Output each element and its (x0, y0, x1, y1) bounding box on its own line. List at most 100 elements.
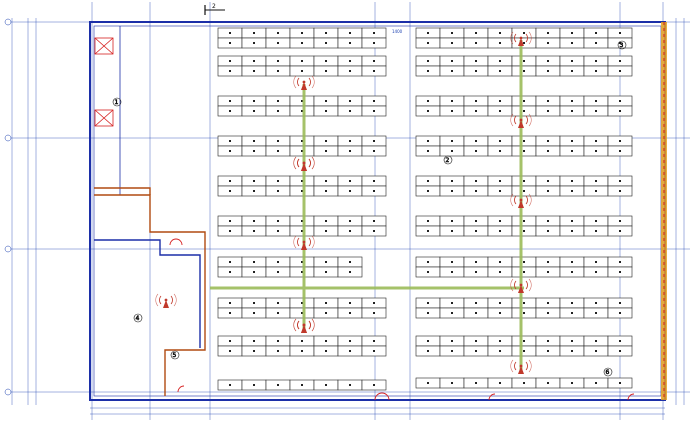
rack-mark (373, 140, 375, 142)
rack-mark (547, 42, 549, 44)
rack-mark (451, 32, 453, 34)
rack-mark (373, 220, 375, 222)
rack-mark (595, 230, 597, 232)
rack-mark (619, 110, 621, 112)
rack-mark (523, 220, 525, 222)
rack-mark (547, 220, 549, 222)
rack-mark (253, 340, 255, 342)
rack-mark (475, 261, 477, 263)
rack-mark (349, 350, 351, 352)
rack-mark (499, 60, 501, 62)
rack-mark (451, 230, 453, 232)
rack-row (415, 335, 633, 347)
rack-mark (595, 261, 597, 263)
rack-mark (571, 70, 573, 72)
rack-mark (571, 302, 573, 304)
rack-row (217, 65, 387, 77)
wifi-access-point-icon (293, 318, 315, 333)
wifi-access-point-icon (293, 235, 315, 250)
rack-mark (301, 220, 303, 222)
rack-mark (499, 70, 501, 72)
rack-mark (547, 302, 549, 304)
office-outline (94, 187, 206, 396)
rack-row (415, 37, 633, 49)
rack-mark (571, 230, 573, 232)
rack-mark (499, 261, 501, 263)
rack-mark (427, 140, 429, 142)
door-5 (627, 393, 635, 401)
rack-mark (595, 190, 597, 192)
rack-mark (253, 190, 255, 192)
rack-mark (475, 70, 477, 72)
rack-mark (475, 350, 477, 352)
rack-mark (571, 60, 573, 62)
rack-mark (373, 180, 375, 182)
zone-markers: 1 2 3 4 5 6 (112, 40, 627, 377)
rack-mark (427, 150, 429, 152)
rack-mark (499, 110, 501, 112)
rack-mark (427, 261, 429, 263)
shafts (94, 37, 114, 127)
rack-mark (277, 384, 279, 386)
rack-mark (475, 100, 477, 102)
rack-mark (427, 350, 429, 352)
rack-mark (427, 32, 429, 34)
rack-row (217, 145, 387, 157)
rack-mark (547, 110, 549, 112)
rack-mark (451, 261, 453, 263)
rack-mark (229, 150, 231, 152)
rack-mark (475, 340, 477, 342)
rack-mark (475, 382, 477, 384)
rack-mark (325, 60, 327, 62)
rack-mark (373, 350, 375, 352)
rack-row (217, 215, 387, 227)
rack-mark (475, 42, 477, 44)
rack-mark (253, 302, 255, 304)
rack-mark (499, 350, 501, 352)
rack-mark (325, 190, 327, 192)
rack-row (415, 135, 633, 147)
section-mark: 2 (204, 3, 225, 15)
rack-mark (253, 60, 255, 62)
rack-mark (547, 60, 549, 62)
rack-mark (523, 140, 525, 142)
east-wall-fill (661, 22, 667, 400)
rack-mark (547, 312, 549, 314)
rack-mark (499, 100, 501, 102)
rack-mark (229, 60, 231, 62)
rack-mark (451, 220, 453, 222)
rack-mark (619, 350, 621, 352)
rack-mark (619, 140, 621, 142)
rack-mark (595, 42, 597, 44)
rack-mark (499, 220, 501, 222)
rack-mark (619, 230, 621, 232)
rack-mark (595, 271, 597, 273)
rack-mark (373, 190, 375, 192)
storage-racks (217, 27, 633, 391)
rack-mark (475, 312, 477, 314)
rack-mark (451, 100, 453, 102)
door-4 (488, 393, 496, 401)
rack-mark (277, 190, 279, 192)
rack-row (217, 27, 387, 39)
rack-mark (301, 312, 303, 314)
rack-mark (325, 110, 327, 112)
rack-mark (547, 70, 549, 72)
rack-mark (349, 70, 351, 72)
rack-mark (619, 261, 621, 263)
rack-mark (277, 60, 279, 62)
rack-mark (277, 100, 279, 102)
rack-mark (475, 32, 477, 34)
rack-mark (499, 190, 501, 192)
rack-row (415, 27, 633, 39)
rack-mark (253, 220, 255, 222)
rack-mark (325, 180, 327, 182)
rack-mark (349, 180, 351, 182)
svg-text:2: 2 (446, 157, 450, 164)
rack-mark (277, 271, 279, 273)
rack-mark (571, 180, 573, 182)
rack-mark (301, 100, 303, 102)
rack-mark (523, 150, 525, 152)
rack-row (217, 95, 387, 107)
